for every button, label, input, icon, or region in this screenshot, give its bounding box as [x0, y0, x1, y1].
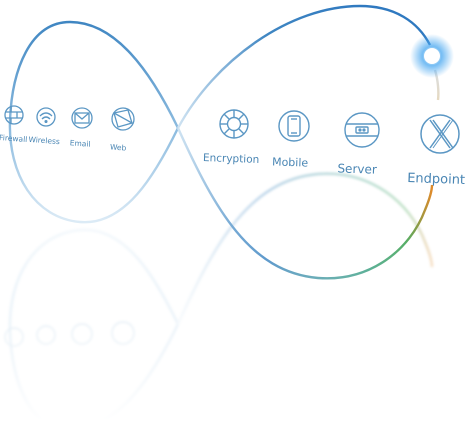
node-email: Email [69, 107, 93, 149]
node-wireless: Wireless [28, 107, 60, 146]
web-icon [111, 107, 135, 131]
node-label-mobile: Mobile [272, 155, 309, 169]
loop-left-lobe [8, 20, 180, 224]
firewall-icon [4, 105, 24, 125]
reflection-fade [0, 228, 476, 421]
node-mobile: Mobile [272, 110, 310, 170]
encryption-icon [219, 109, 249, 139]
node-web: Web [110, 107, 135, 153]
node-label-email: Email [69, 138, 90, 148]
node-server: Server [337, 112, 380, 177]
email-icon [71, 107, 93, 129]
node-label-web: Web [110, 142, 127, 152]
node-label-server: Server [337, 161, 377, 176]
progress-marker [410, 34, 454, 78]
node-label-endpoint: Endpoint [407, 171, 465, 188]
node-label-encryption: Encryption [203, 152, 260, 166]
loop-right-upper [176, 4, 432, 129]
node-encryption: Encryption [203, 109, 260, 166]
mobile-icon [278, 110, 310, 142]
node-firewall: Firewall [0, 105, 28, 144]
node-endpoint: Endpoint [407, 114, 465, 188]
server-icon [344, 112, 380, 148]
endpoint-icon [420, 114, 460, 154]
wireless-icon [36, 107, 56, 127]
node-label-firewall: Firewall [0, 133, 28, 144]
node-label-wireless: Wireless [28, 135, 60, 146]
